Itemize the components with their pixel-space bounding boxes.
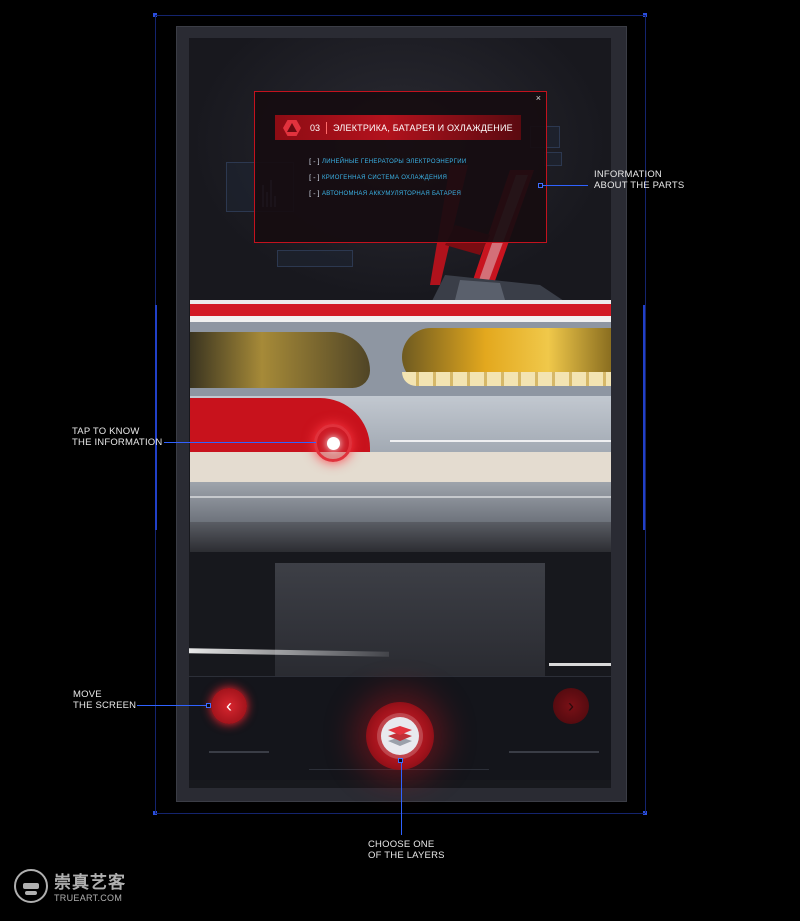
guide-line [645, 15, 646, 813]
section-number: 03 [310, 122, 321, 133]
callout-line-2: THE SCREEN [73, 700, 137, 711]
callout-anchor [398, 758, 403, 763]
callout-info-parts: INFORMATION ABOUT THE PARTS [594, 169, 684, 191]
callout-line-1: INFORMATION [594, 169, 662, 180]
callout-line-1: CHOOSE ONE [368, 839, 435, 850]
info-panel: × 03 ЭЛЕКТРИКА, БАТАРЕЯ И ОХЛАЖДЕНИЕ [-]… [254, 91, 547, 243]
hotspot-dot [326, 436, 340, 450]
guide-line [155, 15, 645, 16]
callout-line-1: TAP TO KNOW [72, 426, 140, 437]
layers-stack-icon [381, 717, 419, 755]
callout-line-1: MOVE [73, 689, 102, 700]
collapse-marker: [-] [308, 158, 321, 166]
collapse-marker: [-] [308, 190, 321, 198]
parts-list: [-] ЛИНЕЙНЫЕ ГЕНЕРАТОРЫ ЭЛЕКТРОЭНЕРГИИ [… [308, 154, 466, 202]
callout-anchor [538, 183, 543, 188]
part-label: АВТОНОМНАЯ АККУМУЛЯТОРНАЯ БАТАРЕЯ [322, 191, 462, 197]
callout-connector [137, 705, 207, 706]
close-icon[interactable]: × [535, 93, 541, 103]
info-panel-title-bar: 03 ЭЛЕКТРИКА, БАТАРЕЯ И ОХЛАЖДЕНИЕ [275, 115, 521, 140]
part-label: ЛИНЕЙНЫЕ ГЕНЕРАТОРЫ ЭЛЕКТРОЭНЕРГИИ [322, 159, 467, 165]
callout-line-2: ABOUT THE PARTS [594, 180, 685, 191]
guide-line [155, 813, 645, 814]
callout-layers: CHOOSE ONE OF THE LAYERS [368, 839, 445, 861]
guide-accent-line [155, 305, 157, 530]
chevron-right-icon: › [568, 695, 574, 716]
info-hotspot-button[interactable] [314, 424, 352, 462]
list-item[interactable]: [-] КРИОГЕННАЯ СИСТЕМА ОХЛАЖДЕНИЯ [308, 170, 466, 186]
list-item[interactable]: [-] ЛИНЕЙНЫЕ ГЕНЕРАТОРЫ ЭЛЕКТРОЭНЕРГИИ [308, 154, 466, 170]
train-illustration [190, 300, 611, 552]
watermark-en: TRUEART.COM [54, 893, 123, 903]
callout-tap: TAP TO KNOW THE INFORMATION [72, 426, 162, 448]
part-label: КРИОГЕННАЯ СИСТЕМА ОХЛАЖДЕНИЯ [322, 175, 448, 181]
title-divider [326, 121, 328, 134]
callout-line-2: THE INFORMATION [72, 437, 163, 448]
watermark: 崇真艺客 TRUEART.COM [14, 868, 126, 903]
guide-corner-dot [643, 811, 647, 815]
callout-connector [542, 185, 588, 186]
watermark-logo [14, 868, 48, 903]
callout-connector [401, 763, 402, 835]
hud-widget [277, 250, 353, 267]
watermark-cn: 崇真艺客 [54, 873, 126, 893]
callout-connector [164, 442, 316, 443]
list-item[interactable]: [-] АВТОНОМНАЯ АККУМУЛЯТОРНАЯ БАТАРЕЯ [308, 186, 466, 202]
collapse-marker: [-] [308, 174, 321, 182]
guide-accent-line [643, 305, 645, 530]
prev-screen-button[interactable]: ‹ [211, 688, 247, 724]
chevron-left-icon: ‹ [226, 695, 232, 716]
callout-move: MOVE THE SCREEN [73, 689, 136, 711]
hexagon-emblem-icon [282, 119, 302, 137]
callout-line-2: OF THE LAYERS [368, 850, 445, 861]
section-title: ЭЛЕКТРИКА, БАТАРЕЯ И ОХЛАЖДЕНИЕ [333, 122, 513, 133]
next-screen-button[interactable]: › [553, 688, 589, 724]
callout-anchor [206, 703, 211, 708]
